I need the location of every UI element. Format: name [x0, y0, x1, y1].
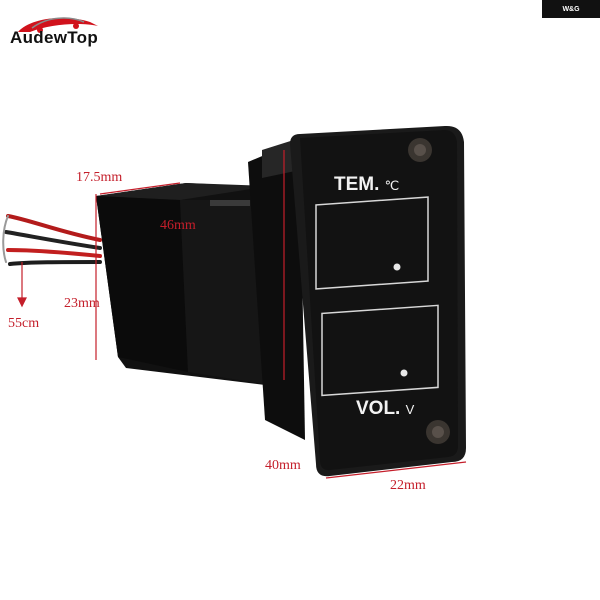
dimension-lines: [17, 150, 467, 479]
temperature-unit: ℃: [384, 178, 400, 193]
dimension-width: 22mm: [390, 478, 426, 493]
dimension-height: 40mm: [265, 458, 301, 473]
dimension-length: 46mm: [160, 218, 196, 233]
voltage-label-text: VOL.: [356, 398, 401, 419]
bottom-decimal-point: [400, 369, 408, 377]
wire-bundle: [2, 214, 102, 266]
dimension-cable: 55cm: [8, 316, 40, 331]
dimension-depth: 17.5mm: [76, 170, 123, 185]
top-decimal-point: [393, 263, 401, 271]
temperature-label-text: TEM.: [334, 174, 380, 195]
voltage-label: VOL. V: [356, 398, 414, 420]
brand-name: AudewTop: [10, 28, 99, 47]
brand-logo: [18, 17, 98, 33]
temperature-label: TEM. ℃: [334, 174, 399, 196]
housing: [96, 138, 305, 440]
front-panel: [290, 125, 466, 477]
corner-badge: W&G: [542, 0, 600, 18]
dimension-side-height: 23mm: [64, 296, 100, 311]
corner-badge-text: W&G: [562, 5, 580, 13]
voltage-unit: V: [405, 402, 415, 417]
